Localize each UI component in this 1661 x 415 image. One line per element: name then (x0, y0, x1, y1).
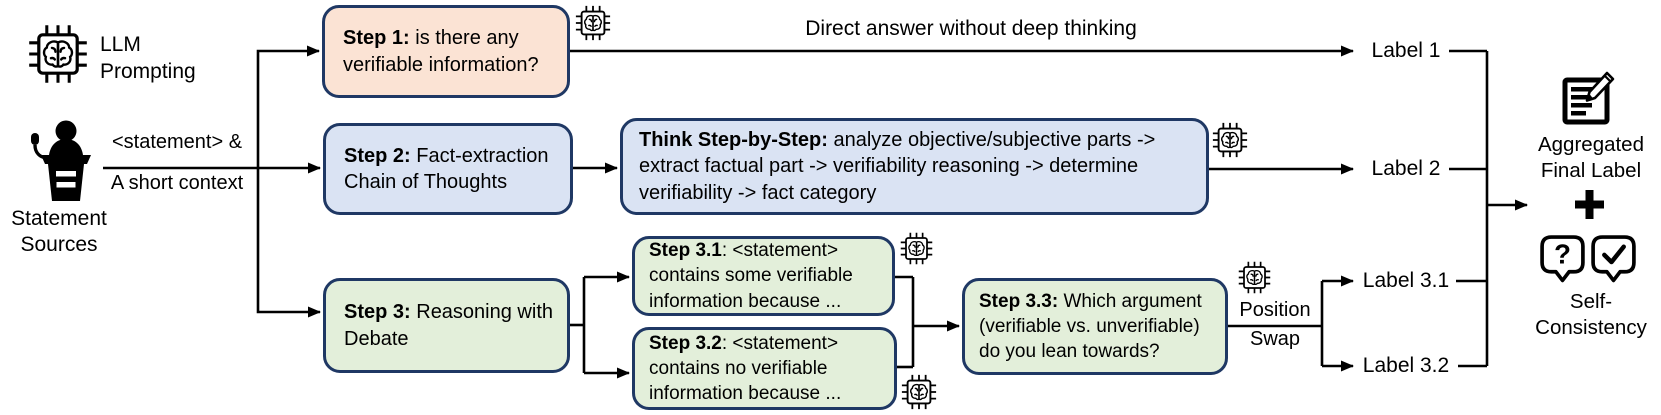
think-rest: analyze objective/subjective parts -> ex… (639, 128, 1156, 204)
llm-prompting-label: LLM Prompting (100, 33, 196, 83)
statement-sources-label: Statement Sources (11, 207, 107, 256)
step32-rest: : <statement> contains no verifiable inf… (649, 332, 842, 405)
llm-chip-brain-icon (26, 22, 90, 86)
position-swap-label-top: Position (1239, 299, 1311, 321)
label-2: Label 2 (1371, 157, 1441, 180)
plus-icon (1575, 190, 1604, 219)
self-consistency-label: Self- Consistency (1535, 290, 1647, 339)
input-label-bottom: A short context (110, 172, 244, 194)
label-3-2: Label 3.2 (1362, 354, 1450, 377)
arrow-branch-to-step3 (256, 168, 321, 318)
step2-rest: Fact-extraction Chain of Thoughts (344, 144, 549, 193)
think-step-box: Think Step-by-Step: analyze objective/su… (620, 118, 1209, 215)
step1-rest: is there any verifiable information? (343, 27, 539, 76)
label-1: Label 1 (1371, 39, 1441, 62)
position-swap-label-bottom: Swap (1249, 328, 1301, 350)
llm-chip-icon-step32 (900, 373, 938, 411)
step33-text: Step 3.3: Which argument (verifiable vs.… (979, 289, 1215, 364)
direct-answer-label: Direct answer without deep thinking (805, 17, 1137, 40)
step32-box: Step 3.2: <statement> contains no verifi… (632, 327, 897, 410)
step1-lead: Step 1: (343, 27, 410, 50)
step3-box: Step 3: Reasoning with Debate (323, 278, 570, 373)
aggregated-label-document-icon (1562, 71, 1615, 125)
step32-text: Step 3.2: <statement> contains no verifi… (649, 331, 884, 406)
question-bubble-icon: ? (1540, 235, 1585, 283)
llm-chip-icon-step31 (899, 231, 934, 266)
think-step-text: Think Step-by-Step: analyze objective/su… (639, 127, 1194, 206)
step31-text: Step 3.1: <statement> contains some veri… (649, 238, 882, 313)
step3-lead: Step 3: (344, 301, 411, 324)
check-bubble-icon (1591, 235, 1636, 283)
input-label-top: <statement> & (111, 131, 243, 153)
label-3-1: Label 3.1 (1362, 269, 1450, 292)
step1-text: Step 1: is there any verifiable informat… (343, 25, 555, 78)
svg-text:?: ? (1554, 239, 1571, 270)
llm-chip-icon-think (1211, 121, 1249, 159)
arrow-branch-to-step1 (256, 45, 320, 168)
aggregated-final-label: Aggregated Final Label (1537, 133, 1644, 182)
llm-chip-icon-step1 (574, 4, 612, 42)
step31-rest: : <statement> contains some verifiable i… (649, 240, 853, 312)
llm-chip-icon-step33 (1237, 260, 1272, 295)
think-lead: Think Step-by-Step: (639, 128, 828, 151)
step2-box: Step 2: Fact-extraction Chain of Thought… (323, 123, 573, 215)
step33-rest: Which argument (verifiable vs. unverifia… (979, 290, 1202, 363)
step2-lead: Step 2: (344, 144, 411, 167)
step2-text: Step 2: Fact-extraction Chain of Thought… (344, 143, 558, 196)
step31-box: Step 3.1: <statement> contains some veri… (632, 236, 895, 316)
step33-box: Step 3.3: Which argument (verifiable vs.… (962, 278, 1228, 375)
step3-rest: Reasoning with Debate (344, 301, 553, 350)
step31-lead: Step 3.1 (649, 240, 722, 262)
step3-text: Step 3: Reasoning with Debate (344, 299, 555, 352)
statement-sources-icon (31, 120, 91, 201)
step33-lead: Step 3.3: (979, 290, 1059, 312)
step1-box: Step 1: is there any verifiable informat… (322, 5, 570, 98)
step32-lead: Step 3.2 (649, 332, 722, 354)
